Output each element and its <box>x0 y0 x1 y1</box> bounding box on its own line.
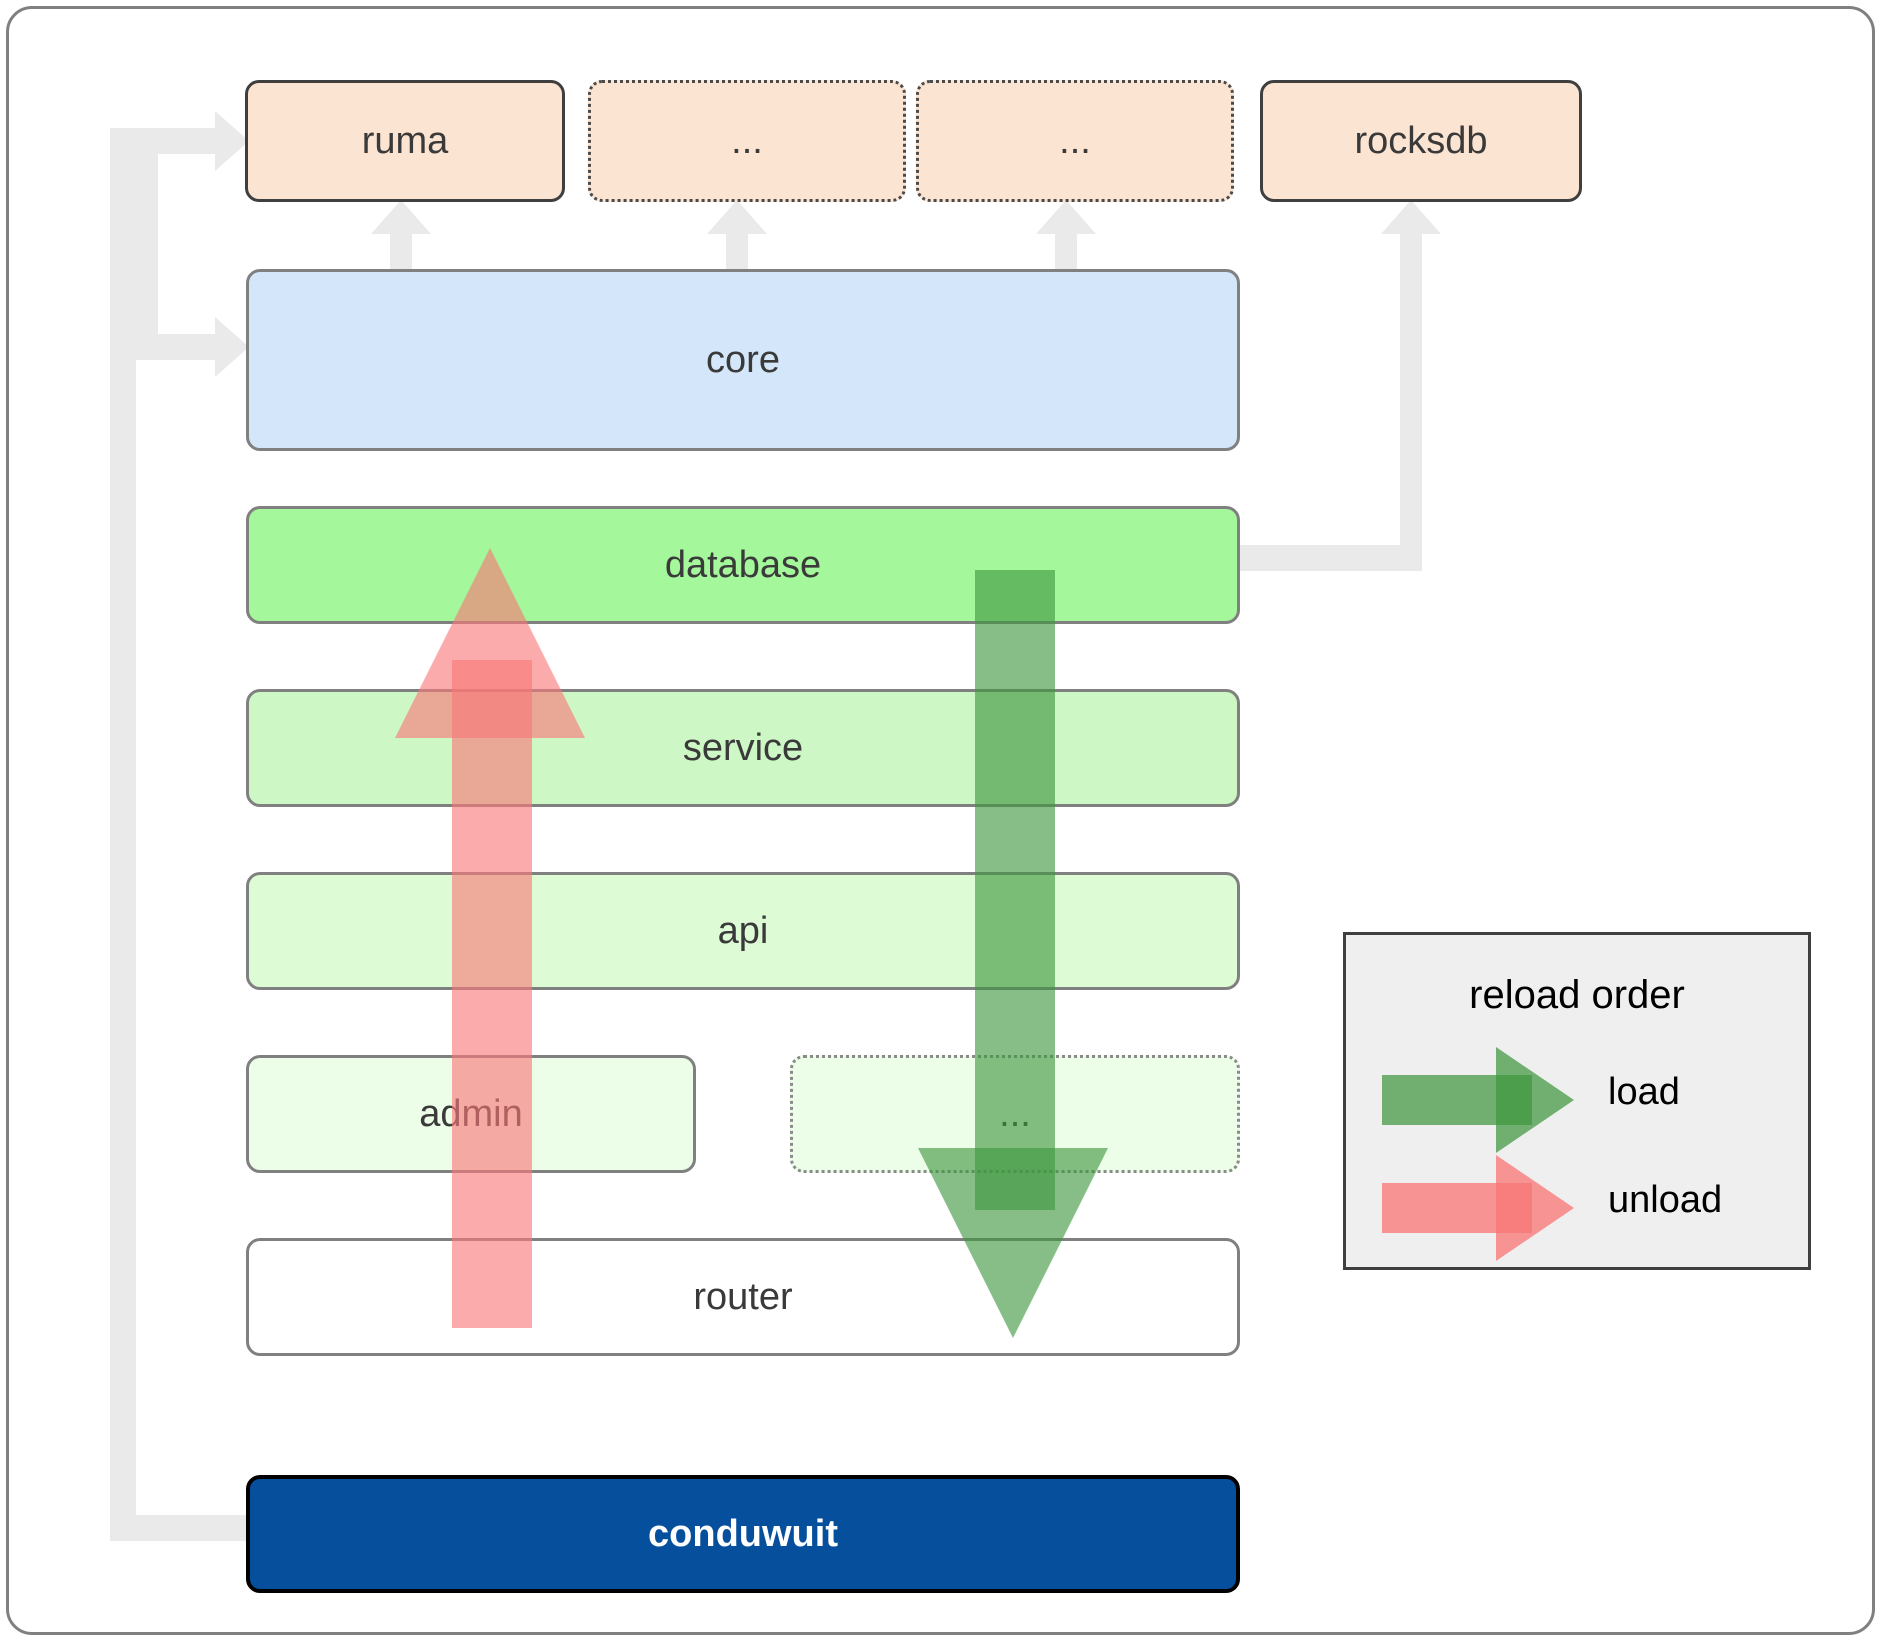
flow-unload-head <box>395 548 585 738</box>
node-core-label: core <box>706 338 780 381</box>
flow-load-head <box>918 1148 1108 1338</box>
connector-core-to-ruma-arrowhead <box>371 200 431 234</box>
node-conduwuit[interactable]: conduwuit <box>246 1475 1240 1593</box>
legend-row-load: load <box>1346 1047 1808 1153</box>
connector-database-to-rocksdb-horizontal <box>1222 545 1422 571</box>
node-api-label: api <box>717 909 769 952</box>
connector-trunk-to-ruma-horizontal <box>110 128 228 154</box>
connector-core-to-dots1-arrowhead <box>707 200 767 234</box>
flow-load-shaft <box>975 570 1055 1210</box>
connector-core-to-ruma-stub <box>390 225 412 273</box>
node-database-label: database <box>664 543 822 586</box>
node-api[interactable]: api <box>246 872 1240 990</box>
node-dots-1[interactable]: ... <box>588 80 906 202</box>
connector-core-to-dots2-arrowhead <box>1036 200 1096 234</box>
node-ruma-label: ruma <box>361 119 449 162</box>
node-router-label: router <box>693 1275 793 1318</box>
node-dots-2-label: ... <box>1059 119 1091 162</box>
diagram-frame <box>6 6 1875 1635</box>
connector-core-to-dots1-stub <box>726 225 748 273</box>
connector-conduwuit-trunk-vertical <box>110 128 136 1523</box>
node-service[interactable]: service <box>246 689 1240 807</box>
node-ruma[interactable]: ruma <box>245 80 565 202</box>
legend-panel: reload order load unload <box>1343 932 1811 1270</box>
connector-core-arrowhead <box>215 317 249 377</box>
legend-load-head <box>1496 1047 1574 1153</box>
node-core[interactable]: core <box>246 269 1240 451</box>
connector-database-to-rocksdb-vertical <box>1400 232 1422 552</box>
connector-rocksdb-arrowhead <box>1381 200 1441 234</box>
connector-trunk-to-core-vertical <box>136 146 158 356</box>
legend-unload-label: unload <box>1608 1179 1723 1221</box>
connector-trunk-to-core-horizontal <box>136 334 228 360</box>
node-dots-2[interactable]: ... <box>916 80 1234 202</box>
node-service-label: service <box>682 726 804 769</box>
connector-ruma-arrowhead <box>215 111 249 171</box>
node-dots-1-label: ... <box>731 119 763 162</box>
flow-unload-shaft <box>452 660 532 1328</box>
legend-load-label: load <box>1608 1071 1680 1113</box>
legend-row-unload: unload <box>1346 1155 1808 1261</box>
node-rocksdb[interactable]: rocksdb <box>1260 80 1582 202</box>
node-rocksdb-label: rocksdb <box>1354 119 1488 162</box>
node-conduwuit-label: conduwuit <box>648 1512 838 1555</box>
legend-title: reload order <box>1469 973 1685 1017</box>
legend-unload-head <box>1496 1155 1574 1261</box>
connector-core-to-dots2-stub <box>1055 225 1077 273</box>
